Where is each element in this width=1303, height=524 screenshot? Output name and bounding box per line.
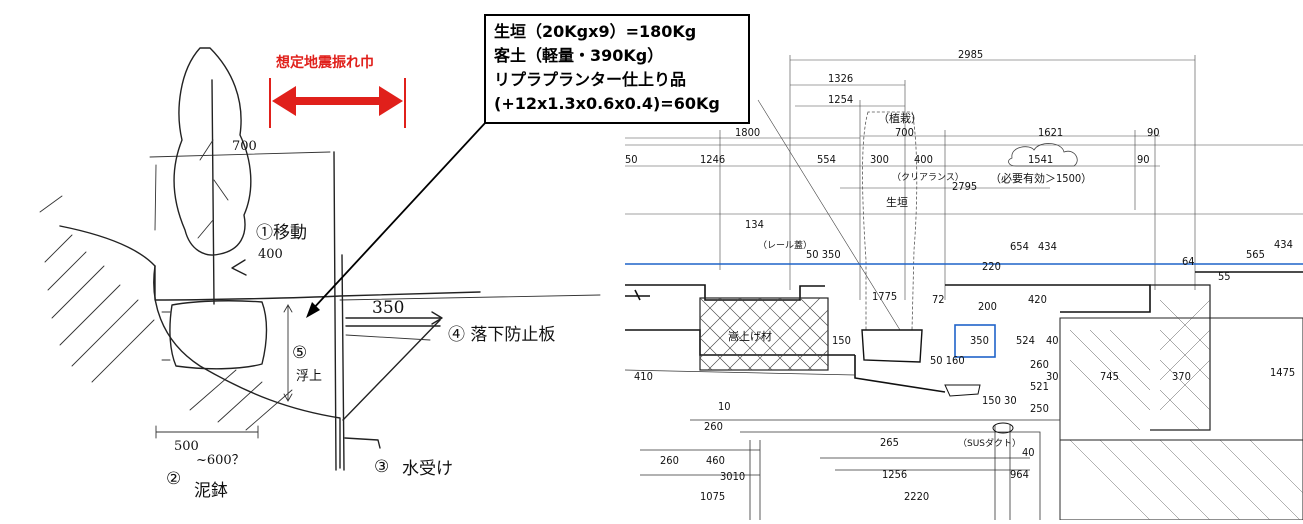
dim-40: 40 — [1046, 334, 1059, 347]
ground-hatch — [39, 195, 293, 431]
cad-panel: 2985 1326 1254 （植栽） 700 1800 1621 90 50 … — [624, 48, 1303, 521]
callout-line-soil: 客土（軽量・390Kg） — [494, 46, 664, 65]
dim-1475: 1475 — [1270, 366, 1295, 379]
sketch-panel: 700 ①移動 400 350 ④ 落下防止板 ⑤ 浮上 500 ~600？ ②… — [39, 47, 601, 501]
dim-40b: 40 — [1022, 446, 1035, 459]
dim-3010: 3010 — [720, 470, 745, 483]
label-required: （必要有効＞1500） — [990, 171, 1092, 185]
dim-150: 150 — [832, 334, 851, 347]
label-clearance: （クリアランス） — [892, 172, 964, 183]
dim-964: 964 — [1010, 468, 1029, 481]
dim-1246: 1246 — [700, 153, 725, 166]
dim-30: 30 — [1046, 370, 1059, 383]
dim-1254: 1254 — [828, 93, 853, 106]
seismic-amplitude-arrow — [269, 78, 406, 128]
dim-1621: 1621 — [1038, 126, 1063, 139]
label-rail: （レール蓋） — [758, 239, 812, 251]
dim-400: 400 — [914, 153, 933, 166]
slab-line — [155, 291, 481, 301]
dim-134: 134 — [745, 218, 764, 231]
dim-265: 265 — [880, 436, 899, 449]
label-5: ⑤ — [292, 343, 307, 363]
dim-554: 554 — [817, 153, 836, 166]
fall-prevention-plate — [342, 319, 441, 421]
dim-10: 10 — [718, 400, 731, 413]
dim-521: 521 — [1030, 380, 1049, 393]
label-root-pot: 泥鉢 — [194, 481, 228, 501]
dim-2220: 2220 — [904, 490, 929, 503]
label-sus: （SUSダクト） — [958, 437, 1021, 449]
dim-260c: 260 — [660, 454, 679, 467]
callout-leader — [311, 121, 487, 311]
label-500: 500 — [174, 439, 199, 454]
dim-350b: 350 — [970, 334, 989, 347]
label-hedge: 生垣 — [886, 195, 908, 209]
dim-745: 745 — [1100, 370, 1119, 383]
dim-260b: 260 — [704, 420, 723, 433]
label-700: 700 — [232, 139, 257, 154]
dim-434a: 434 — [1038, 240, 1057, 253]
dim-420: 420 — [1028, 293, 1047, 306]
dim-220: 220 — [982, 260, 1001, 273]
dim-1541: 1541 — [1028, 153, 1053, 166]
seismic-title: 想定地震振れ巾 — [276, 55, 374, 71]
dim-1256: 1256 — [882, 468, 907, 481]
wall-line — [333, 151, 337, 471]
dim-50: 50 — [625, 153, 638, 166]
dim-434b: 434 — [1274, 238, 1293, 251]
dim-1326: 1326 — [828, 72, 853, 85]
label-400: 400 — [258, 247, 283, 262]
label-2: ② — [166, 469, 181, 489]
dim-654: 654 — [1010, 240, 1029, 253]
dim-150-30: 150 30 — [982, 394, 1017, 407]
dim-565: 565 — [1246, 248, 1265, 261]
dim-370: 370 — [1172, 370, 1191, 383]
dim-55: 55 — [1218, 270, 1231, 283]
label-3: ③ — [374, 457, 389, 477]
dim-410: 410 — [634, 370, 653, 383]
dim-2795: 2795 — [952, 180, 977, 193]
label-plant: （植栽） — [878, 111, 922, 125]
dim-250: 250 — [1030, 402, 1049, 415]
dim-64: 64 — [1182, 255, 1195, 268]
dim-1075: 1075 — [700, 490, 725, 503]
dim-50-350: 50 350 — [806, 248, 841, 261]
label-600: ~600？ — [196, 453, 245, 468]
dim-50-160: 50 160 — [930, 354, 965, 367]
raise-block — [699, 297, 829, 371]
dim-700: 700 — [895, 126, 914, 139]
label-raise: 嵩上げ材 — [728, 329, 772, 343]
weight-callout: 生垣（20Kgx9）=180Kg 客土（軽量・390Kg） リプラプランター仕上… — [484, 14, 750, 124]
dim-260a: 260 — [1030, 358, 1049, 371]
tree-canopy — [173, 47, 252, 256]
dim-90b: 90 — [1137, 153, 1150, 166]
planter — [861, 329, 923, 363]
callout-line-formula: (+12x1.3x0.6x0.4)=60Kg — [494, 94, 720, 113]
dim-524: 524 — [1016, 334, 1035, 347]
blue-box — [954, 324, 996, 358]
callout-line-planter: リプラプランター仕上り品 — [494, 70, 687, 89]
building-section — [1059, 284, 1303, 521]
root-ball — [169, 300, 268, 370]
ground-line — [59, 225, 341, 469]
label-float: 浮上 — [296, 369, 322, 384]
label-fall-plate: ④ 落下防止板 — [448, 325, 555, 345]
dim-1800: 1800 — [735, 126, 760, 139]
dim-72: 72 — [932, 293, 945, 306]
label-350: 350 — [372, 298, 404, 318]
callout-line-hedge: 生垣（20Kgx9）=180Kg — [494, 22, 697, 41]
dim-200: 200 — [978, 300, 997, 313]
dim-90a: 90 — [1147, 126, 1160, 139]
label-water-receiver: 水受け — [402, 459, 453, 479]
dim-1775: 1775 — [872, 290, 897, 303]
dim-2985: 2985 — [958, 48, 983, 61]
dim-460: 460 — [706, 454, 725, 467]
label-move: ①移動 — [256, 223, 307, 243]
dim-300: 300 — [870, 153, 889, 166]
tree-trunk — [211, 79, 215, 305]
